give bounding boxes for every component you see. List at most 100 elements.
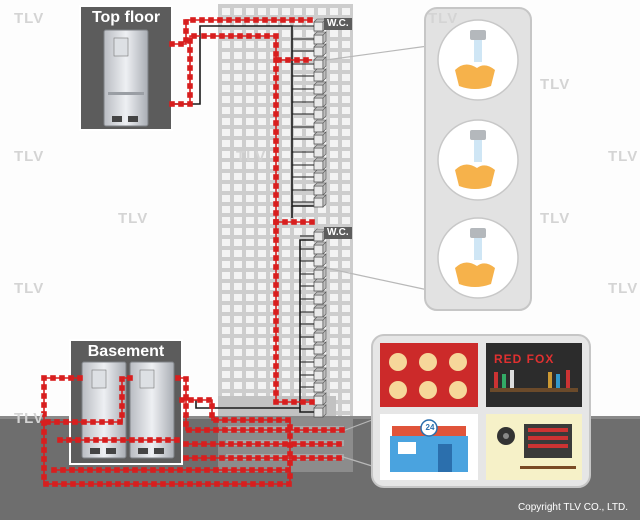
pipe-dot xyxy=(273,237,279,243)
watermark: TLV xyxy=(236,148,267,165)
pipe-dot xyxy=(237,441,243,447)
supply-pipe xyxy=(172,35,200,105)
pipe-dot xyxy=(41,465,47,471)
pipe-dot xyxy=(273,390,279,396)
pipe-dot xyxy=(72,419,78,425)
pipe-dot xyxy=(228,455,234,461)
pipe-dot xyxy=(273,102,279,108)
pipe-dot xyxy=(273,309,279,315)
pipe-dot xyxy=(45,419,51,425)
pipe-dot xyxy=(183,421,189,427)
hot-water-supply-piping xyxy=(40,17,345,487)
pipe-dot xyxy=(336,441,342,447)
pipe-dot xyxy=(41,447,47,453)
pipe-dot xyxy=(210,441,216,447)
pipe-dot xyxy=(41,429,47,435)
pipe-dot xyxy=(105,467,111,473)
pipe-dot xyxy=(253,17,259,23)
fixture-icon xyxy=(313,404,327,418)
pipe-dot xyxy=(291,399,297,405)
pipe-dot xyxy=(120,437,126,443)
pipe-dot xyxy=(138,437,144,443)
pipe-dot xyxy=(264,33,270,39)
pipe-dot xyxy=(183,441,189,447)
pipe-dot xyxy=(273,120,279,126)
fixture-icon xyxy=(313,304,327,318)
pipe-dot xyxy=(294,57,300,63)
fixture-icon xyxy=(313,266,327,280)
pipe-dot xyxy=(267,417,273,423)
pipe-dot xyxy=(246,441,252,447)
pipe-dot xyxy=(273,201,279,207)
pipe-dot xyxy=(262,17,268,23)
pipe-dot xyxy=(175,375,181,381)
pipe-dot xyxy=(255,441,261,447)
pipe-dot xyxy=(273,336,279,342)
pipe-dot xyxy=(213,427,219,433)
hand-wash-icon xyxy=(437,217,519,299)
pipe-dot xyxy=(204,467,210,473)
pipe-dot xyxy=(273,345,279,351)
pipe-dot xyxy=(273,255,279,261)
pipe-dot xyxy=(205,481,211,487)
fixture-icon xyxy=(313,253,327,267)
pipe-dot xyxy=(273,138,279,144)
fixture-icon xyxy=(313,56,327,70)
fixture-icon xyxy=(313,31,327,45)
pipe-dot xyxy=(273,156,279,162)
pipe-dot xyxy=(287,433,293,439)
pipe-dot xyxy=(186,467,192,473)
pipe-dot xyxy=(273,282,279,288)
pipe-dot xyxy=(183,455,189,461)
pipe-dot xyxy=(119,385,125,391)
pipe-dot xyxy=(298,17,304,23)
watermark: TLV xyxy=(14,410,45,427)
basement-label: Basement xyxy=(87,343,165,360)
pipe-dot xyxy=(258,467,264,473)
pipe-dot xyxy=(156,437,162,443)
pipe-dot xyxy=(63,419,69,425)
fixture-column xyxy=(292,18,327,418)
pipe-dot xyxy=(309,441,315,447)
fixture-icon xyxy=(313,81,327,95)
pipe-dot xyxy=(51,467,57,473)
top-floor-label: Top floor xyxy=(91,9,161,26)
pipe-dot xyxy=(258,417,264,423)
pipe-dot xyxy=(79,481,85,487)
pipe-dot xyxy=(273,183,279,189)
fixture-icon xyxy=(313,94,327,108)
pipe-dot xyxy=(312,427,318,433)
pipe-dot xyxy=(267,427,273,433)
pipe-dot xyxy=(222,417,228,423)
fixture-icon xyxy=(313,144,327,158)
wc-label-lower: W.C. xyxy=(324,227,352,239)
pipe-dot xyxy=(273,441,279,447)
watermark: TLV xyxy=(608,148,639,165)
pipe-dot xyxy=(214,481,220,487)
pipe-dot xyxy=(276,417,282,423)
wc-label-upper: W.C. xyxy=(324,18,352,30)
pipe-dot xyxy=(318,455,324,461)
pipe-dot xyxy=(286,481,292,487)
pipe-dot xyxy=(75,437,81,443)
pipe-dot xyxy=(237,33,243,39)
pipe-dot xyxy=(66,437,72,443)
pipe-dot xyxy=(249,417,255,423)
pipe-dot xyxy=(259,481,265,487)
pipe-dot xyxy=(303,57,309,63)
fixture-icon xyxy=(313,68,327,82)
pipe-dot xyxy=(282,441,288,447)
pipe-dot xyxy=(178,41,184,47)
pipe-dot xyxy=(277,481,283,487)
pipe-dot xyxy=(195,467,201,473)
pipe-dot xyxy=(187,38,193,44)
pipe-dot xyxy=(183,28,189,34)
watermark: TLV xyxy=(14,280,45,297)
pipe-dot xyxy=(160,481,166,487)
pipe-dot xyxy=(199,17,205,23)
pipe-dot xyxy=(222,427,228,433)
fixture-icon xyxy=(313,106,327,120)
pipe-dot xyxy=(183,385,189,391)
pipe-dot xyxy=(300,399,306,405)
fixture-icon xyxy=(313,367,327,381)
